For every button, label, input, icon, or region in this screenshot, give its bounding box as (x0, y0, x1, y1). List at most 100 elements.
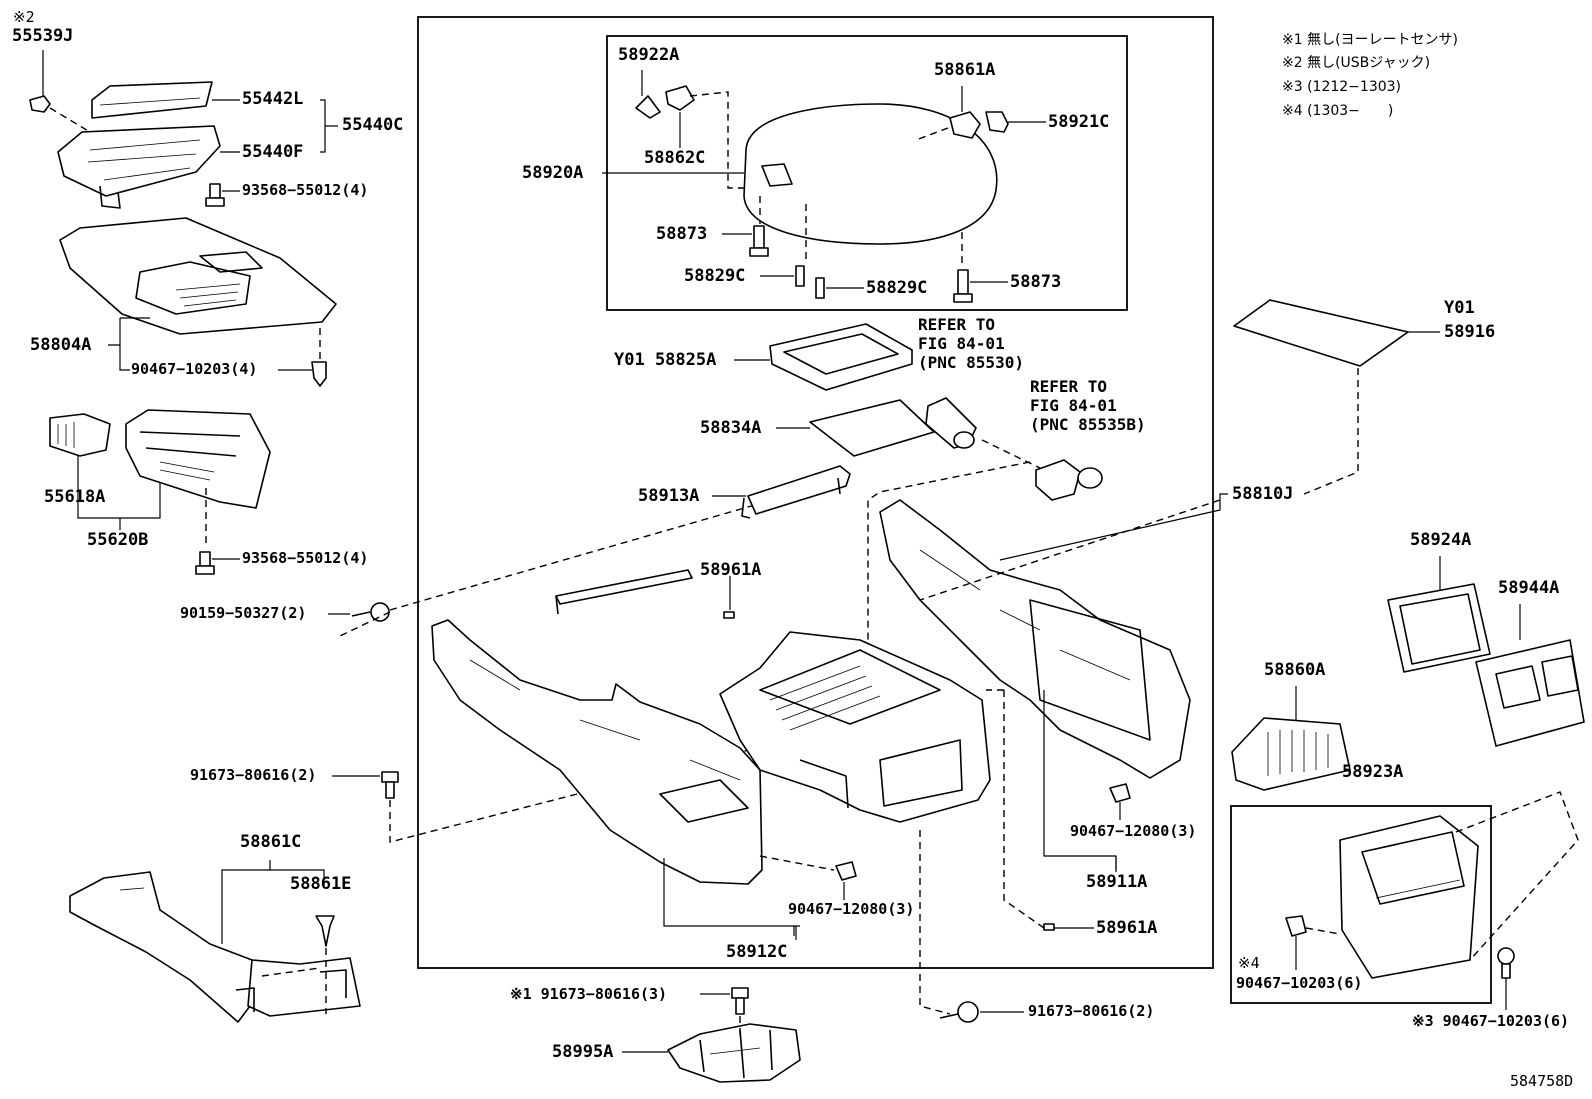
label-90159: 90159−50327(2) (180, 604, 307, 622)
clip-90467-12080-b (1109, 783, 1131, 803)
label-90467-12080-b: 90467−12080(3) (1070, 822, 1197, 840)
part-58921c (985, 111, 1009, 133)
label-y01-58825a: Y01 58825A (614, 350, 717, 370)
screw-93568-b (195, 551, 215, 575)
label-58920a: 58920A (522, 163, 584, 183)
refer-85530-line2: FIG 84-01 (918, 334, 1005, 353)
label-58912c: 58912C (726, 942, 788, 962)
part-58861c (69, 871, 361, 1023)
screw-91673-bottom (939, 1001, 979, 1023)
label-58810j: 58810J (1232, 484, 1294, 504)
part-58912c (431, 619, 763, 885)
panel-frame-58923a (1230, 805, 1492, 1004)
label-90467-10203-4: 90467−10203(4) (131, 360, 258, 378)
label-55539j: 55539J (12, 26, 74, 46)
label-58829c-a: 58829C (684, 266, 746, 286)
power-outlet-85530 (925, 397, 977, 449)
label-58862c: 58862C (644, 148, 706, 168)
part-58961a-a (723, 611, 735, 619)
figure-code: 584758D (1510, 1072, 1574, 1090)
screw-93568-a (205, 183, 225, 207)
label-55440c: 55440C (342, 115, 404, 135)
label-90467-10203-6-b: ※3 90467−10203(6) (1412, 1012, 1570, 1030)
screw-90467-10203-6-b (1497, 947, 1515, 979)
label-58922a: 58922A (618, 45, 680, 65)
screw-90159 (351, 602, 390, 622)
refer-85535b-line1: REFER TO (1030, 377, 1108, 396)
refer-85535b-line3: (PNC 85535B) (1030, 415, 1146, 434)
part-58860a (1231, 717, 1351, 791)
part-58944a (1475, 639, 1585, 747)
part-55440f (57, 125, 221, 209)
clip-90467-12080-a (835, 861, 857, 881)
clip-58861e (315, 915, 335, 947)
label-58861c: 58861C (240, 832, 302, 852)
label-58923a: 58923A (1342, 762, 1404, 782)
label-90467-12080-a: 90467−12080(3) (788, 900, 915, 918)
label-58916: 58916 (1444, 322, 1496, 342)
screw-91673-80616-3 (731, 987, 749, 1015)
label-55442l: 55442L (242, 89, 304, 109)
label-93568-a: 93568−55012(4) (242, 181, 369, 199)
part-58911a (879, 499, 1191, 779)
note-4: ※4 (1303− ) (1282, 103, 1394, 119)
label-58944a: 58944A (1498, 578, 1560, 598)
console-box-58810j (719, 631, 991, 823)
note-3: ※3 (1212−1303) (1282, 79, 1401, 95)
part-58961a-b (1043, 923, 1055, 931)
part-58923a (1339, 815, 1479, 979)
clip-90467-10203-6-a (1285, 915, 1307, 937)
label-note4-mark: ※4 (1238, 954, 1260, 972)
refer-85530-line3: (PNC 85530) (918, 353, 1024, 372)
part-58920a (743, 103, 998, 245)
part-58804a (59, 217, 337, 335)
screw-58873-b (953, 269, 973, 303)
label-91673-bottom: 91673−80616(2) (1028, 1002, 1155, 1020)
label-91673-left: 91673−80616(2) (190, 766, 317, 784)
part-58829c-b (815, 277, 825, 299)
usb-jack-85535b (1035, 459, 1103, 501)
label-58873-a: 58873 (656, 224, 708, 244)
label-93568-b: 93568−55012(4) (242, 549, 369, 567)
part-58961a-strip (555, 569, 693, 615)
label-55440f: 55440F (242, 142, 304, 162)
label-58961a-a: 58961A (700, 560, 762, 580)
part-55618a (49, 413, 111, 457)
part-58916 (1233, 299, 1409, 367)
label-58913a: 58913A (638, 486, 700, 506)
label-58861a: 58861A (934, 60, 996, 80)
label-58860a: 58860A (1264, 660, 1326, 680)
part-58995a (667, 1023, 801, 1083)
label-58834a: 58834A (700, 418, 762, 438)
label-58804a: 58804A (30, 335, 92, 355)
part-55620b (125, 409, 271, 509)
label-58995a: 58995A (552, 1042, 614, 1062)
note-1: ※1 無し(ヨーレートセンサ) (1282, 32, 1459, 48)
part-58922a (635, 95, 661, 119)
label-55620b: 55620B (87, 530, 149, 550)
part-55442l (91, 81, 213, 119)
refer-85530-line1: REFER TO (918, 315, 996, 334)
part-58861a (949, 111, 981, 139)
label-58873-b: 58873 (1010, 272, 1062, 292)
clip-90467-10203-4 (311, 361, 327, 387)
label-note2-mark: ※2 (13, 8, 35, 26)
part-58862c (665, 85, 695, 111)
part-58834a (809, 399, 935, 457)
screw-58873-a (749, 225, 769, 257)
label-58829c-b: 58829C (866, 278, 928, 298)
label-90467-10203-6-a: 90467−10203(6) (1236, 974, 1363, 992)
label-58924a: 58924A (1410, 530, 1472, 550)
label-58861e: 58861E (290, 874, 352, 894)
refer-85535b-line2: FIG 84-01 (1030, 396, 1117, 415)
part-58913a (741, 465, 851, 519)
label-91673-80616-3: ※1 91673−80616(3) (510, 985, 668, 1003)
label-58921c: 58921C (1048, 112, 1110, 132)
part-58924a (1387, 583, 1491, 673)
note-2: ※2 無し(USBジャック) (1282, 55, 1431, 71)
part-58825a (769, 323, 913, 391)
label-55618a: 55618A (44, 487, 106, 507)
screw-91673-left (381, 771, 399, 799)
console-assembly-frame (417, 16, 1214, 969)
